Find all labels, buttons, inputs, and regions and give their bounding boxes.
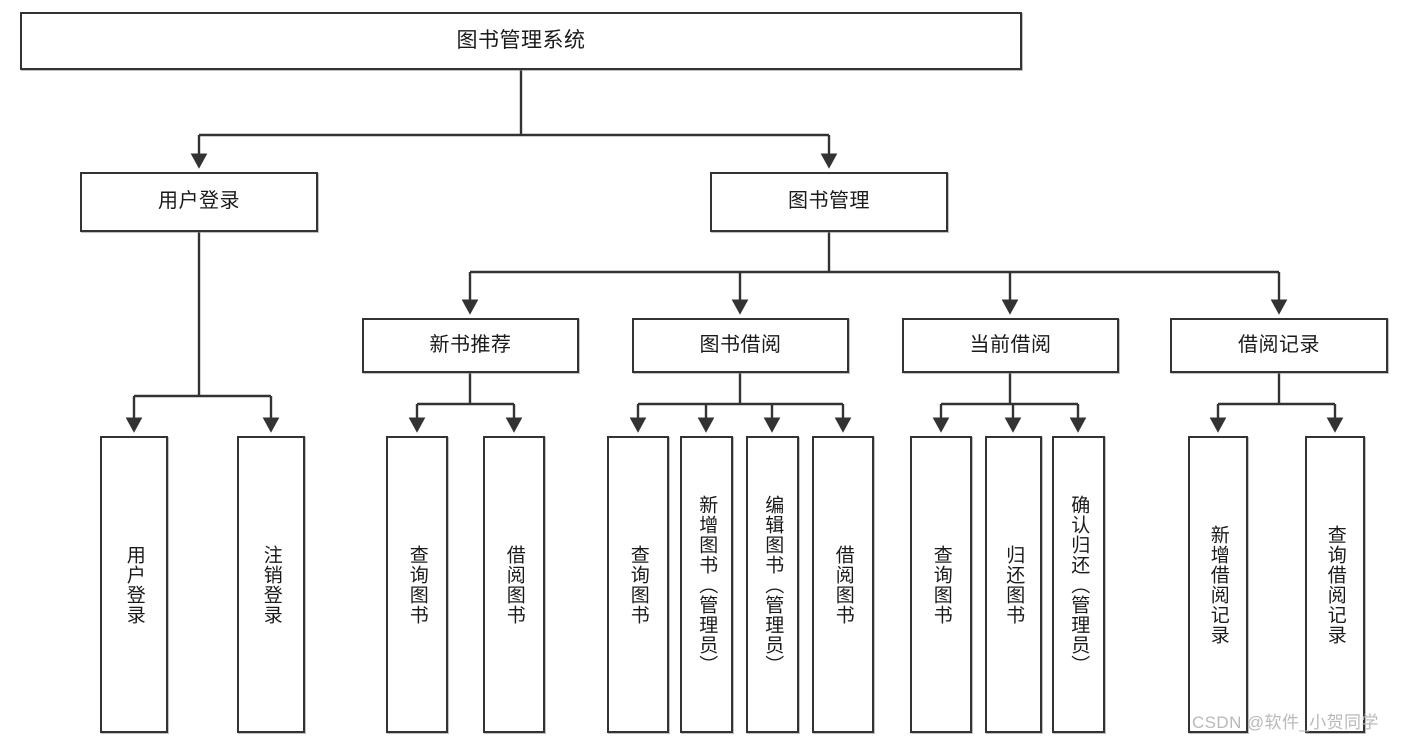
node-leaf-query-book-current[interactable]: 查询图书 [910, 436, 972, 733]
node-leaf-query-book-newbook[interactable]: 查询图书 [386, 436, 448, 733]
node-label: 归还图书 [1003, 544, 1025, 625]
node-book-management[interactable]: 图书管理 [710, 172, 948, 232]
node-label: 当前借阅 [969, 333, 1052, 356]
node-leaf-logout[interactable]: 注销登录 [237, 436, 305, 733]
node-label: 图书管理系统 [456, 28, 586, 52]
node-leaf-query-book-borrow[interactable]: 查询图书 [607, 436, 669, 733]
node-leaf-edit-book-admin[interactable]: 编辑图书（管理员） [746, 436, 799, 733]
node-leaf-query-borrow-record[interactable]: 查询借阅记录 [1305, 436, 1365, 733]
node-label: 新增图书（管理员） [696, 494, 718, 675]
node-label: 新增借阅记录 [1207, 524, 1229, 645]
node-label: 借阅记录 [1238, 333, 1320, 356]
node-label: 图书管理 [788, 190, 870, 213]
node-label: 借阅图书 [503, 544, 525, 625]
node-leaf-borrow-book-newbook[interactable]: 借阅图书 [483, 436, 545, 733]
node-label: 用户登录 [158, 190, 240, 213]
node-label: 查询图书 [930, 544, 952, 625]
node-label: 用户登录 [123, 544, 145, 625]
node-user-login[interactable]: 用户登录 [80, 172, 318, 232]
node-label: 查询图书 [627, 544, 649, 625]
node-label: 查询借阅记录 [1324, 524, 1346, 645]
node-book-borrow[interactable]: 图书借阅 [632, 318, 849, 373]
node-label: 注销登录 [260, 544, 282, 625]
node-leaf-borrow-book-borrow[interactable]: 借阅图书 [812, 436, 874, 733]
node-leaf-confirm-return-admin[interactable]: 确认归还（管理员） [1052, 436, 1105, 733]
node-root-book-management-system[interactable]: 图书管理系统 [20, 12, 1022, 70]
node-leaf-add-borrow-record[interactable]: 新增借阅记录 [1188, 436, 1248, 733]
node-label: 图书借阅 [699, 333, 782, 356]
node-leaf-add-book-admin[interactable]: 新增图书（管理员） [680, 436, 733, 733]
csdn-watermark: CSDN @软件_小贺同学 [1192, 713, 1379, 732]
node-label: 借阅图书 [832, 544, 854, 625]
node-current-borrow[interactable]: 当前借阅 [902, 318, 1119, 373]
node-leaf-return-book[interactable]: 归还图书 [985, 436, 1042, 733]
node-borrow-record[interactable]: 借阅记录 [1170, 318, 1388, 373]
node-label: 编辑图书（管理员） [762, 494, 784, 675]
node-label: 查询图书 [406, 544, 428, 625]
node-label: 新书推荐 [429, 333, 512, 356]
node-leaf-user-login[interactable]: 用户登录 [100, 436, 168, 733]
node-new-book-recommend[interactable]: 新书推荐 [362, 318, 579, 373]
node-label: 确认归还（管理员） [1068, 494, 1090, 675]
